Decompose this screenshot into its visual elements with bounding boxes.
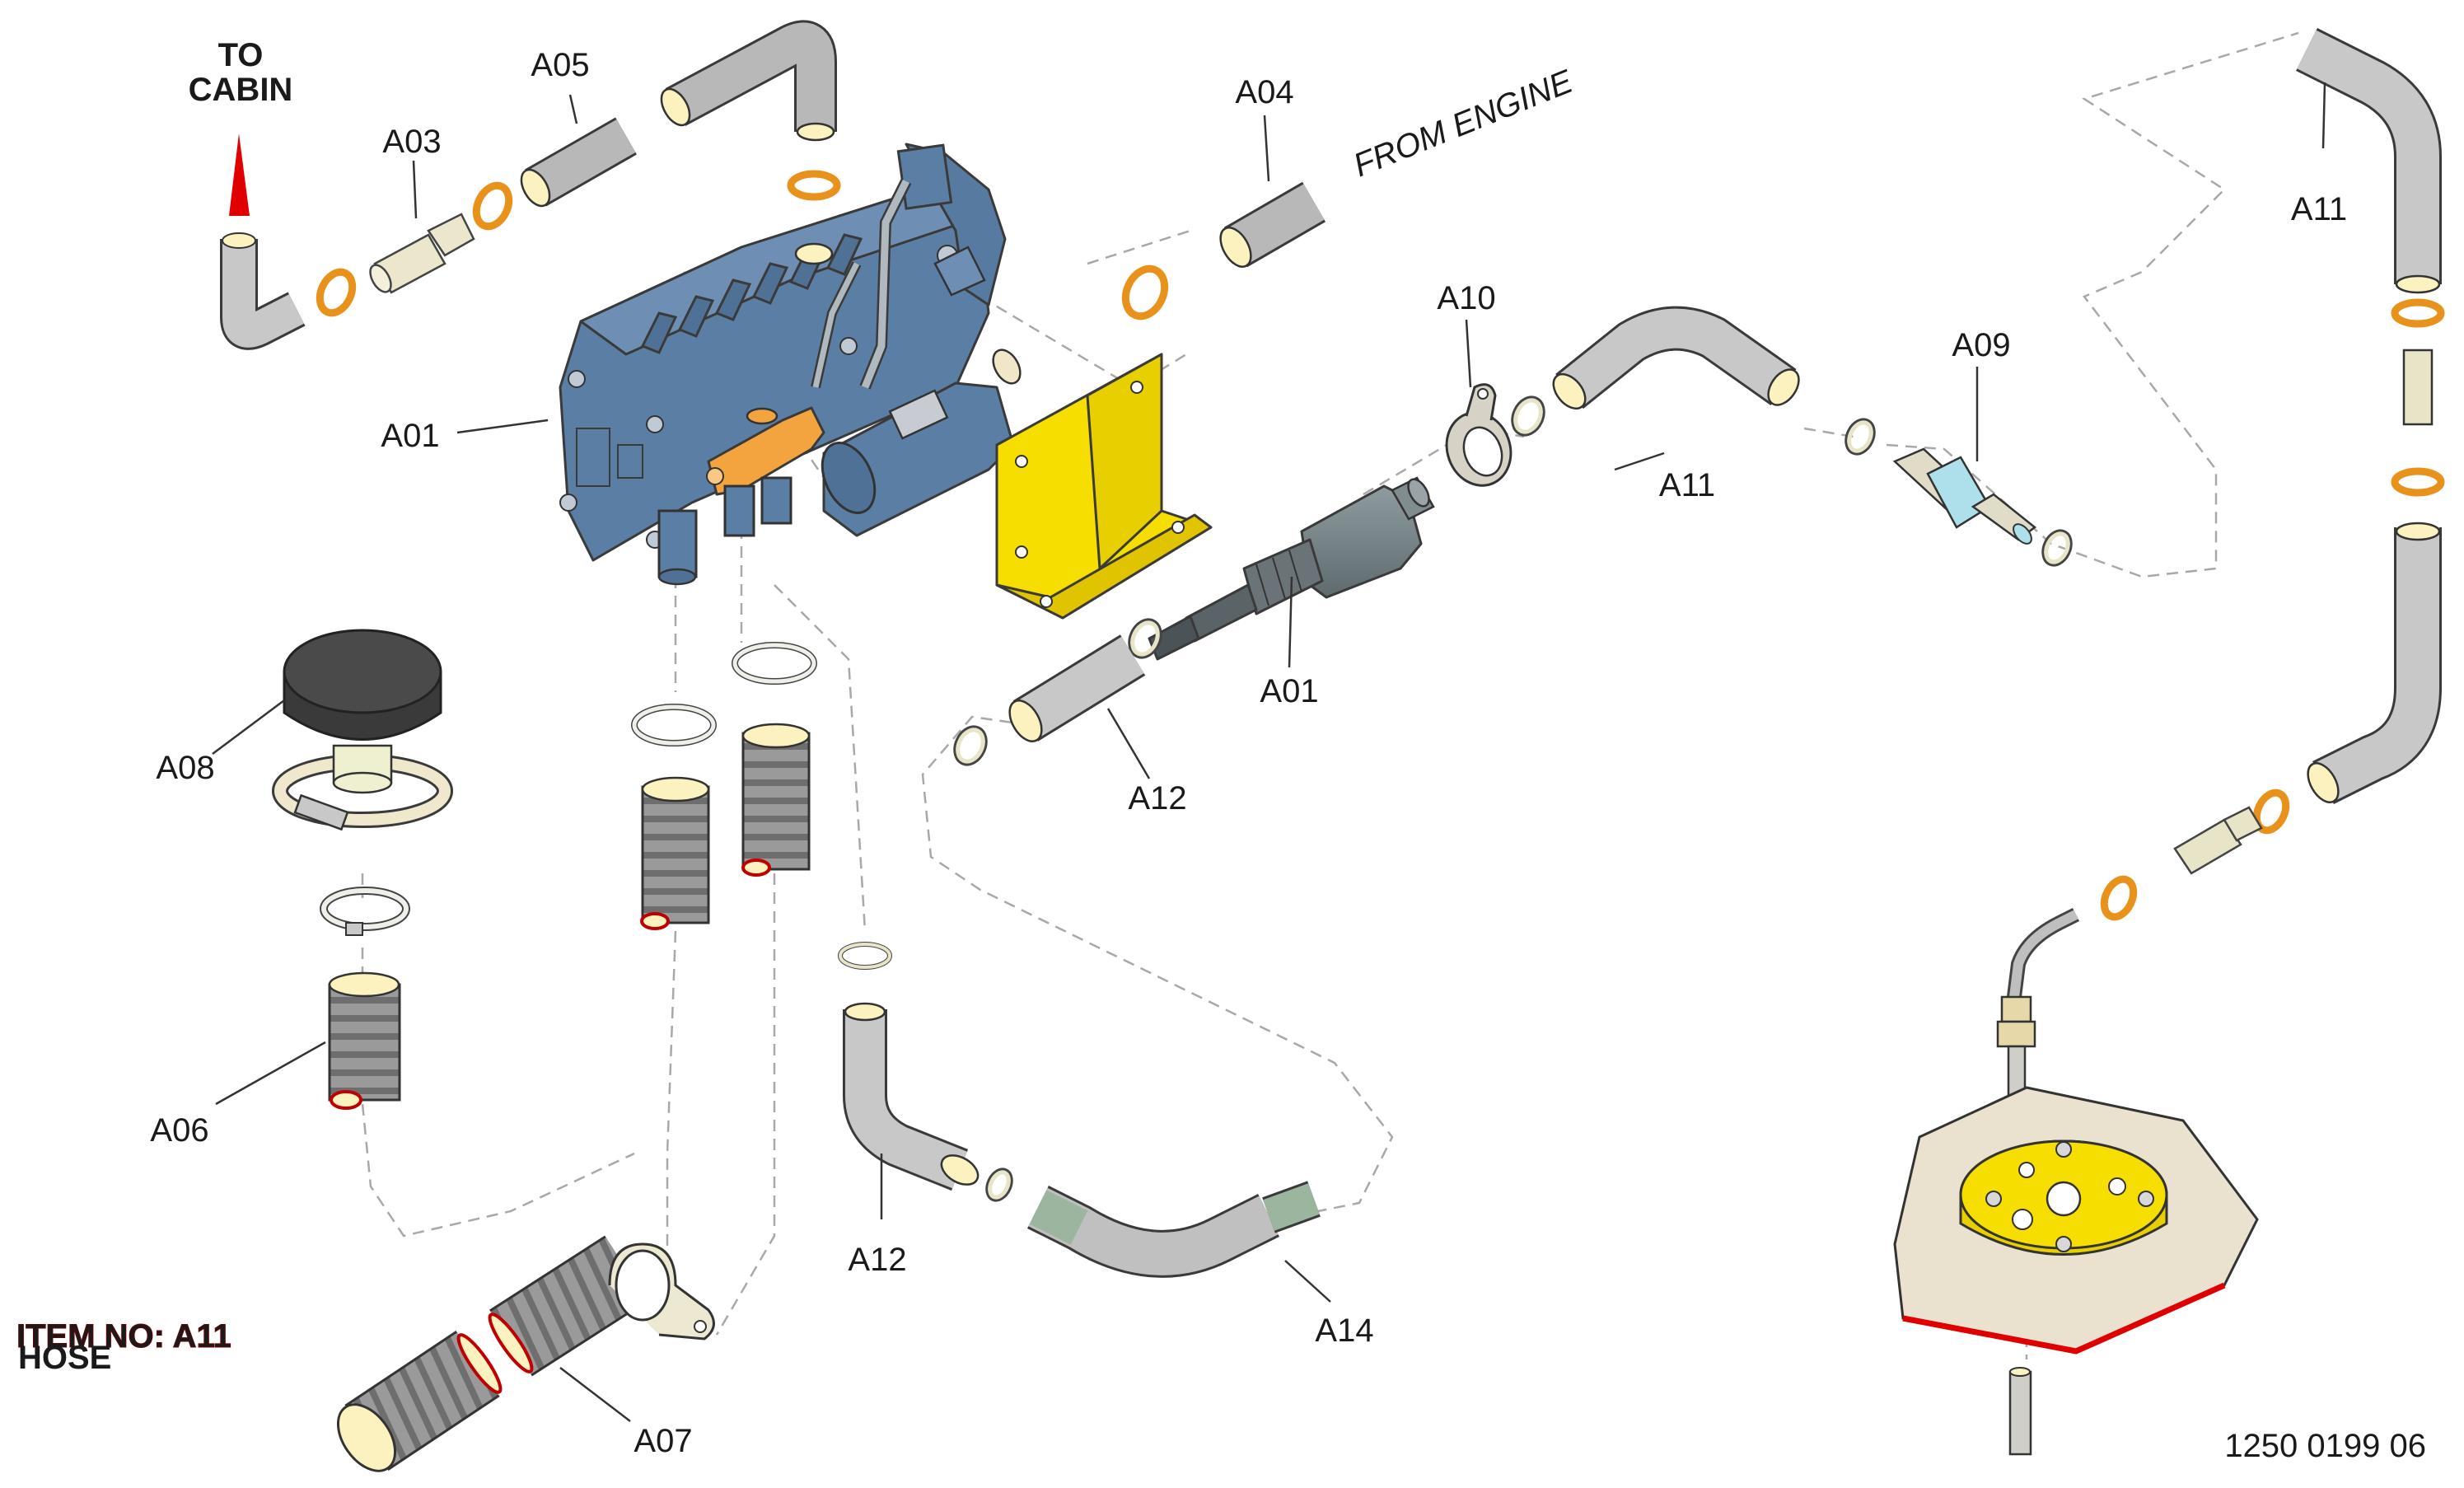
clamp-icon [1121, 264, 1169, 321]
to-cabin-label-1: TO [218, 37, 264, 73]
label-a01-pump: A01 [1260, 673, 1318, 709]
clamp-icon [2041, 529, 2073, 567]
label-a11-top: A11 [2291, 191, 2347, 227]
air-motor [821, 349, 1022, 537]
a14-hose [1027, 1181, 1321, 1278]
pipe-clamp [608, 1242, 715, 1341]
from-engine-label: FROM ENGINE [1349, 63, 1578, 184]
label-a05: A05 [531, 47, 589, 83]
clamp-icon [1511, 395, 1545, 437]
heater-ribs [640, 233, 863, 354]
document-number: 1250 0199 06 [2224, 1428, 2426, 1464]
label-a14: A14 [1315, 1313, 1373, 1349]
label-a09: A09 [1952, 327, 2010, 363]
clamp-icon [2252, 788, 2290, 835]
a11-hose-top [2100, 28, 2445, 921]
label-a08: A08 [156, 750, 214, 786]
a12-hose-mid [953, 618, 1162, 766]
upper-bent-hose [660, 20, 837, 142]
engine-inlet-group [1121, 181, 1326, 321]
a09-filter [1892, 447, 2037, 545]
tank-sender [1893, 907, 2259, 1456]
a12-hose-low [838, 942, 1013, 1202]
clamp-icon [2100, 875, 2138, 921]
a04-hose [1219, 181, 1326, 268]
label-a04: A04 [1235, 74, 1293, 110]
a10-clip [1445, 383, 1513, 487]
cabin-outlet-group [220, 20, 841, 350]
item-number-subtitle: HOSE [18, 1340, 111, 1376]
a08-air-filter [272, 629, 453, 831]
label-a10: A10 [1437, 280, 1495, 316]
a03-connector [369, 213, 475, 294]
label-a03: A03 [382, 124, 441, 160]
mounting-bracket [995, 353, 1213, 620]
a11-hose-mid [1552, 306, 1800, 410]
label-a11-mid: A11 [1659, 467, 1715, 503]
fuel-pump-group [1148, 306, 2073, 661]
a06-corrugated-hose [320, 887, 410, 1110]
fuel-pump [1148, 476, 1435, 661]
to-cabin-label-2: CABIN [189, 72, 293, 108]
clamp-icon [2391, 467, 2445, 497]
clamp-icon [787, 170, 841, 201]
leader-lines [212, 82, 2326, 1422]
to-cabin-arrow [229, 133, 250, 216]
label-a06: A06 [150, 1112, 208, 1149]
clamp-icon [316, 268, 357, 317]
label-a07: A07 [634, 1423, 692, 1459]
label-a12-low: A12 [848, 1242, 906, 1278]
a07-exhaust-pipe [336, 1235, 715, 1472]
exhaust-hoses [631, 642, 817, 930]
labels: TO CABIN FROM ENGINE A03 A05 A04 A01 A10… [16, 37, 2427, 1464]
heater-unit [559, 143, 1022, 586]
control-unit [706, 406, 825, 496]
label-a12-mid: A12 [1128, 780, 1186, 817]
clamp-icon [1844, 418, 1876, 456]
label-a01-heater: A01 [381, 418, 439, 454]
clamp-icon [472, 181, 513, 231]
item-number-title: ITEM NO: A11 [16, 1318, 231, 1355]
a05-hose [520, 117, 637, 208]
clamp-icon [2391, 298, 2445, 328]
